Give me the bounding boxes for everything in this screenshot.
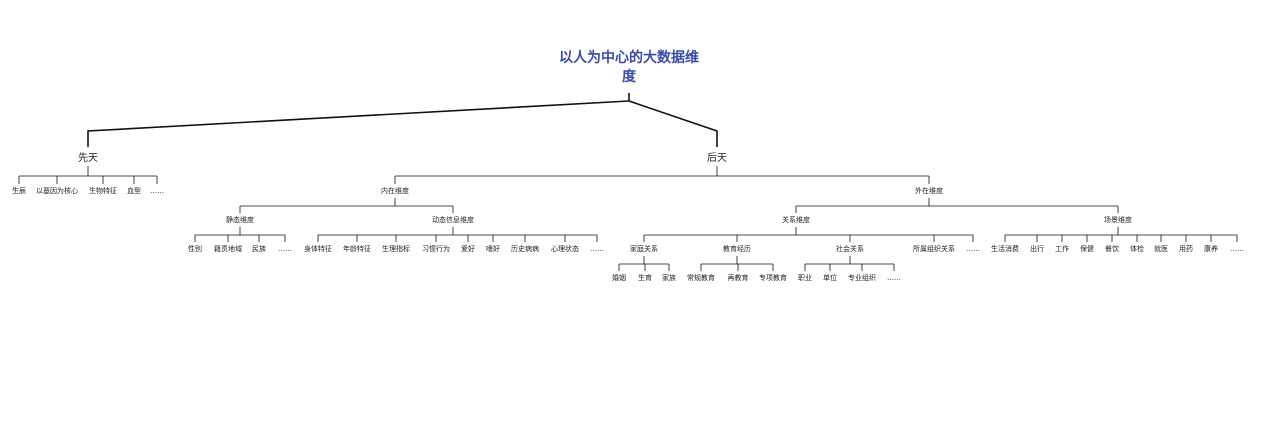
node-relations-more: ……	[966, 245, 980, 253]
education-branch: 常规教育 再教育 专项教育	[687, 256, 787, 282]
leaf-scenes: 就医	[1154, 244, 1168, 253]
node-external: 外在维度	[915, 186, 943, 195]
leaf-static: 籍贯地域	[214, 244, 242, 253]
node-social: 社会关系	[836, 244, 864, 253]
leaf-family: 婚姻	[612, 273, 626, 282]
leaf-education: 专项教育	[759, 273, 787, 282]
node-acquired: 后天	[707, 152, 727, 164]
node-scenes: 场景维度	[1104, 215, 1132, 224]
internal-branch: 静态维度 动态信息维度	[226, 198, 474, 224]
root-title-line2: 度	[622, 68, 637, 85]
leaf-dynamic: 爱好	[461, 244, 475, 253]
leaf-social: ……	[887, 274, 901, 282]
leaf-dynamic: 习惯行为	[422, 244, 450, 253]
innate-branch: 生辰 以基因为核心 生物特征 血型 ……	[12, 166, 164, 195]
edge-root-innate	[87, 100, 630, 147]
node-innate: 先天	[78, 152, 98, 164]
node-internal: 内在维度	[381, 186, 409, 195]
node-static: 静态维度	[226, 215, 254, 224]
leaf-scenes: ……	[1230, 245, 1244, 253]
relations-branch: 家庭关系 教育经历 社会关系 所属组织关系 ……	[630, 227, 980, 253]
leaf-scenes: 体检	[1130, 244, 1144, 253]
family-branch: 婚姻 生育 家族	[612, 256, 676, 282]
leaf-scenes: 用药	[1179, 244, 1193, 253]
leaf-dynamic: 生理指标	[382, 244, 410, 253]
leaf-social: 职业	[798, 273, 812, 282]
node-family: 家庭关系	[630, 244, 658, 253]
leaf-scenes: 餐饮	[1105, 244, 1119, 253]
node-relations: 关系维度	[782, 215, 810, 224]
leaf-social: 专业组织	[848, 273, 876, 282]
leaf-innate: 血型	[127, 186, 141, 195]
static-branch: 性别 籍贯地域 民族 ……	[188, 227, 292, 253]
social-branch: 职业 单位 专业组织 ……	[798, 256, 901, 282]
leaf-scenes: 工作	[1055, 244, 1069, 253]
leaf-innate: ……	[150, 187, 164, 195]
leaf-dynamic: 历史病病	[511, 244, 539, 253]
leaf-innate: 以基因为核心	[36, 186, 78, 195]
leaf-scenes: 保健	[1080, 244, 1094, 253]
leaf-dynamic: 年龄特征	[343, 244, 371, 253]
leaf-static: ……	[278, 245, 292, 253]
edge-root-acquired	[628, 100, 718, 147]
leaf-family: 家族	[662, 273, 676, 282]
leaf-dynamic: 嗜好	[486, 244, 500, 253]
leaf-static: 民族	[252, 244, 266, 253]
dynamic-branch: 身体特征 年龄特征 生理指标 习惯行为 爱好 嗜好 历史病病 心理状态 ……	[304, 227, 604, 253]
scenes-branch: 生活消费 出行 工作 保健 餐饮 体检 就医 用药 康养 ……	[991, 227, 1244, 253]
acquired-branch: 内在维度 外在维度	[381, 166, 943, 195]
leaf-scenes: 康养	[1204, 244, 1218, 253]
node-org: 所属组织关系	[913, 244, 955, 253]
root-title-line1: 以人为中心的大数据维	[559, 49, 699, 66]
leaf-innate: 生物特征	[89, 186, 117, 195]
leaf-scenes: 生活消费	[991, 244, 1019, 253]
leaf-family: 生育	[638, 273, 652, 282]
leaf-scenes: 出行	[1030, 244, 1044, 253]
leaf-education: 再教育	[728, 273, 749, 282]
node-dynamic: 动态信息维度	[432, 215, 474, 224]
root-edges	[87, 93, 718, 147]
node-education: 教育经历	[723, 244, 751, 253]
leaf-static: 性别	[188, 244, 202, 253]
leaf-social: 单位	[823, 273, 837, 282]
leaf-dynamic: ……	[590, 245, 604, 253]
leaf-dynamic: 心理状态	[551, 244, 579, 253]
leaf-dynamic: 身体特征	[304, 244, 332, 253]
external-branch: 关系维度 场景维度	[782, 198, 1132, 224]
leaf-education: 常规教育	[687, 273, 715, 282]
leaf-innate: 生辰	[12, 186, 26, 195]
